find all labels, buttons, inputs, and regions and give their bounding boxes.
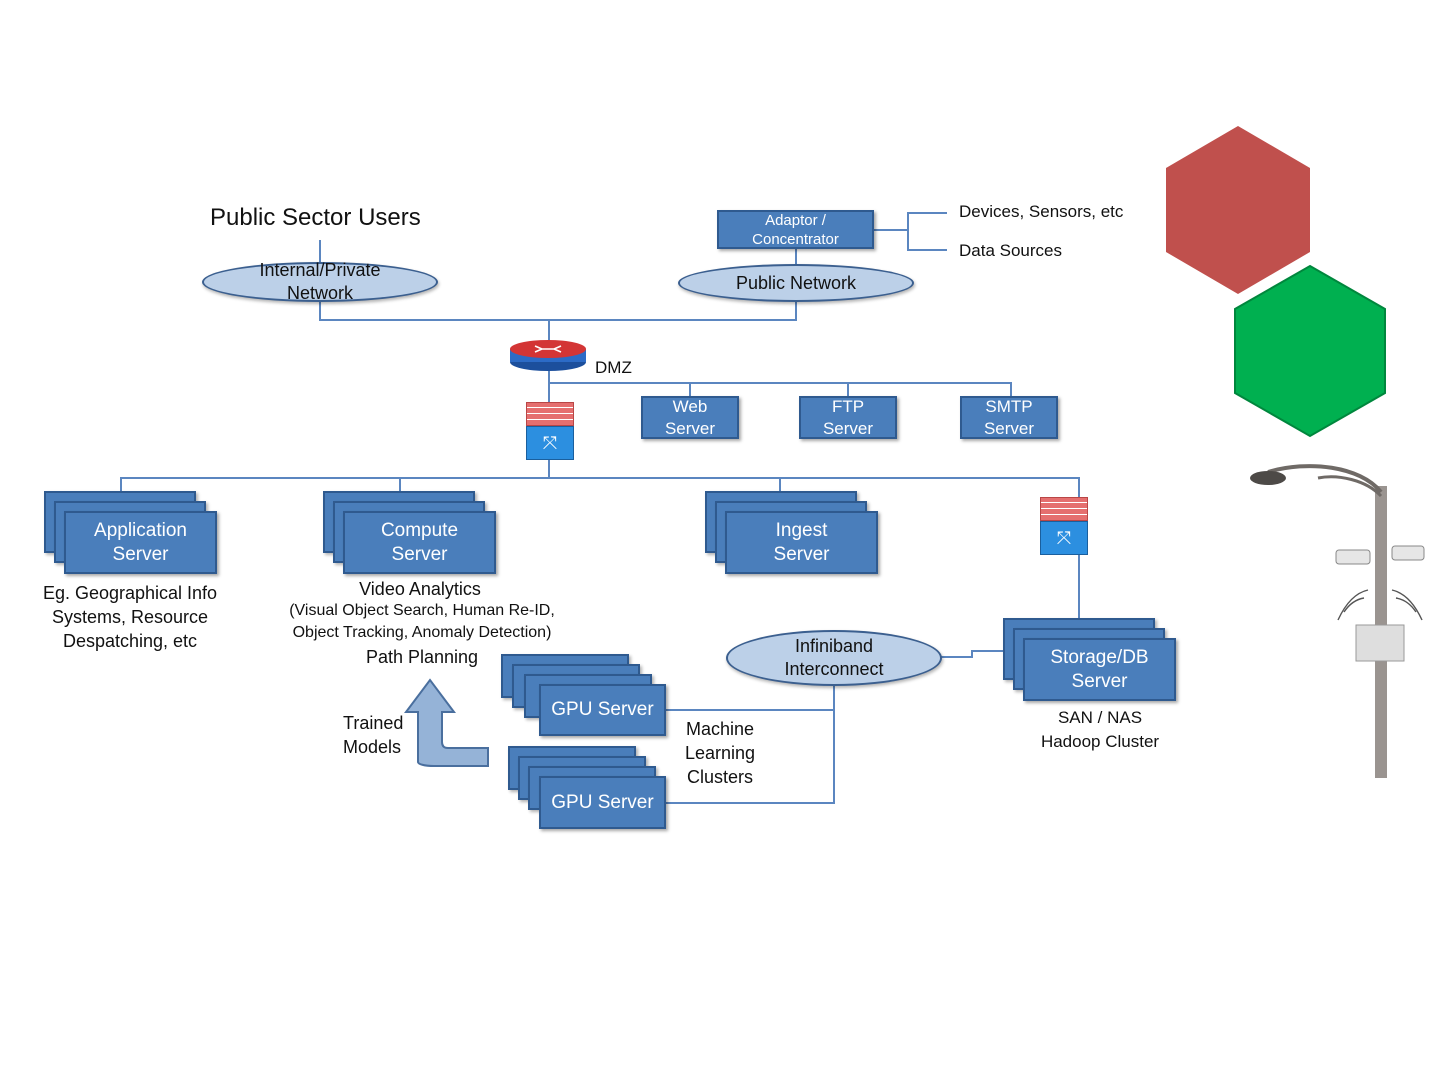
connector xyxy=(873,229,909,231)
ftp-server-box: FTP Server xyxy=(799,396,897,439)
gpu-server-label: GPU Server xyxy=(551,699,654,720)
connector xyxy=(847,382,849,398)
adaptor-line2: Concentrator xyxy=(752,230,839,248)
connector xyxy=(907,212,909,251)
connector xyxy=(319,240,321,264)
infiniband-line2: Interconnect xyxy=(784,659,884,679)
application-caption-line1: Eg. Geographical Info xyxy=(42,583,218,603)
ml-line1: Machine xyxy=(685,719,755,739)
application-server-line2: Server xyxy=(112,543,169,565)
connector xyxy=(319,319,797,321)
devices-sensors-label: Devices, Sensors, etc xyxy=(959,202,1124,221)
infiniband-line1: Infiniband xyxy=(794,636,874,656)
compute-server-line2: Server xyxy=(391,543,448,565)
trained-line1: Trained xyxy=(343,713,404,733)
web-server-box: Web Server xyxy=(641,396,739,439)
connector xyxy=(548,319,550,341)
firewall-brick xyxy=(526,402,574,426)
trained-line2: Models xyxy=(343,737,402,757)
connector xyxy=(971,650,973,658)
firewall-icon: ⤧ xyxy=(526,402,574,460)
connector xyxy=(939,656,973,658)
compute-server-line1: Compute xyxy=(380,519,459,541)
gpu-server-label: GPU Server xyxy=(551,791,654,813)
firewall-brick xyxy=(1040,497,1088,521)
adaptor-line1: Adaptor / xyxy=(765,211,826,229)
application-server-box: Application Server xyxy=(64,511,217,574)
path-planning-label: Path Planning xyxy=(365,647,479,667)
connector xyxy=(907,249,947,251)
video-analytics-detail-line1: (Visual Object Search, Human Re-ID, xyxy=(289,602,555,619)
connector xyxy=(1078,477,1080,497)
ingest-server-box: Ingest Server xyxy=(725,511,878,574)
compute-server-box: Compute Server xyxy=(343,511,496,574)
red-hexagon xyxy=(1166,126,1310,294)
firewall-icon: ⤧ xyxy=(1040,497,1088,555)
connector xyxy=(120,477,1080,479)
streetlight-camera-icon xyxy=(1250,464,1425,778)
connector xyxy=(833,684,835,804)
application-caption: Eg. Geographical Info Systems, Resource … xyxy=(30,581,230,653)
connector xyxy=(1078,555,1080,619)
connector xyxy=(689,382,691,398)
connector xyxy=(907,212,947,214)
public-network-oval: Public Network xyxy=(678,264,914,302)
storage-server-line2: Server xyxy=(1071,670,1128,692)
application-caption-line2: Systems, Resource xyxy=(51,607,209,627)
connector xyxy=(548,370,550,404)
gpu-server-box: GPU Server xyxy=(539,776,666,829)
video-analytics-detail-line2: Object Tracking, Anomaly Detection) xyxy=(292,624,552,641)
adaptor-concentrator-box: Adaptor / Concentrator xyxy=(717,210,874,249)
web-server-line2: Server xyxy=(664,418,716,438)
infiniband-oval: Infiniband Interconnect xyxy=(726,630,942,686)
dmz-label: DMZ xyxy=(595,358,632,377)
ingest-server-line1: Ingest xyxy=(775,519,828,541)
page-title: Public Sector Users xyxy=(210,204,421,231)
ingest-server-line2: Server xyxy=(773,543,830,565)
storage-server-box: Storage/DB Server xyxy=(1023,638,1176,701)
data-sources-label: Data Sources xyxy=(959,241,1062,260)
private-network-line2: Network xyxy=(286,283,353,303)
application-server-line1: Application xyxy=(94,519,187,541)
connector xyxy=(665,709,835,711)
storage-caption-line1: SAN / NAS xyxy=(1057,708,1143,727)
connector xyxy=(795,298,797,321)
ftp-server-line1: FTP xyxy=(831,396,865,416)
connector xyxy=(779,477,781,492)
connector xyxy=(548,460,550,478)
connector xyxy=(665,802,835,804)
application-caption-line3: Despatching, etc xyxy=(62,631,198,651)
video-analytics-detail: (Visual Object Search, Human Re-ID, Obje… xyxy=(262,600,582,644)
smtp-server-line1: SMTP xyxy=(985,396,1033,416)
private-network-oval: Internal/Private Network xyxy=(202,260,438,303)
gpu-server-box: GPU Server xyxy=(539,684,666,736)
smtp-server-box: SMTP Server xyxy=(960,396,1058,439)
connector xyxy=(399,477,401,493)
storage-server-line1: Storage/DB xyxy=(1050,646,1149,668)
firewall-switch: ⤧ xyxy=(526,426,574,460)
ftp-server-line2: Server xyxy=(822,418,874,438)
connector xyxy=(795,248,797,266)
ml-clusters-label: Machine Learning Clusters xyxy=(660,717,780,789)
connector xyxy=(120,477,122,493)
ml-line3: Clusters xyxy=(686,767,753,787)
public-network-label: Public Network xyxy=(735,272,857,293)
up-arrow-icon xyxy=(404,678,489,767)
ml-line2: Learning xyxy=(684,743,756,763)
web-server-line1: Web xyxy=(672,396,708,416)
connector xyxy=(1010,382,1012,398)
smtp-server-line2: Server xyxy=(983,418,1035,438)
connector xyxy=(319,300,321,321)
video-analytics-label: Video Analytics xyxy=(359,579,481,599)
firewall-switch: ⤧ xyxy=(1040,521,1088,555)
storage-caption: SAN / NAS Hadoop Cluster xyxy=(1000,706,1200,754)
connector xyxy=(548,382,1012,384)
trained-models-label: Trained Models xyxy=(343,711,403,759)
storage-caption-line2: Hadoop Cluster xyxy=(1040,732,1160,751)
connector xyxy=(971,650,1005,652)
router-icon xyxy=(510,340,586,371)
green-hexagon xyxy=(1234,264,1386,438)
private-network-line1: Internal/Private xyxy=(259,260,381,280)
